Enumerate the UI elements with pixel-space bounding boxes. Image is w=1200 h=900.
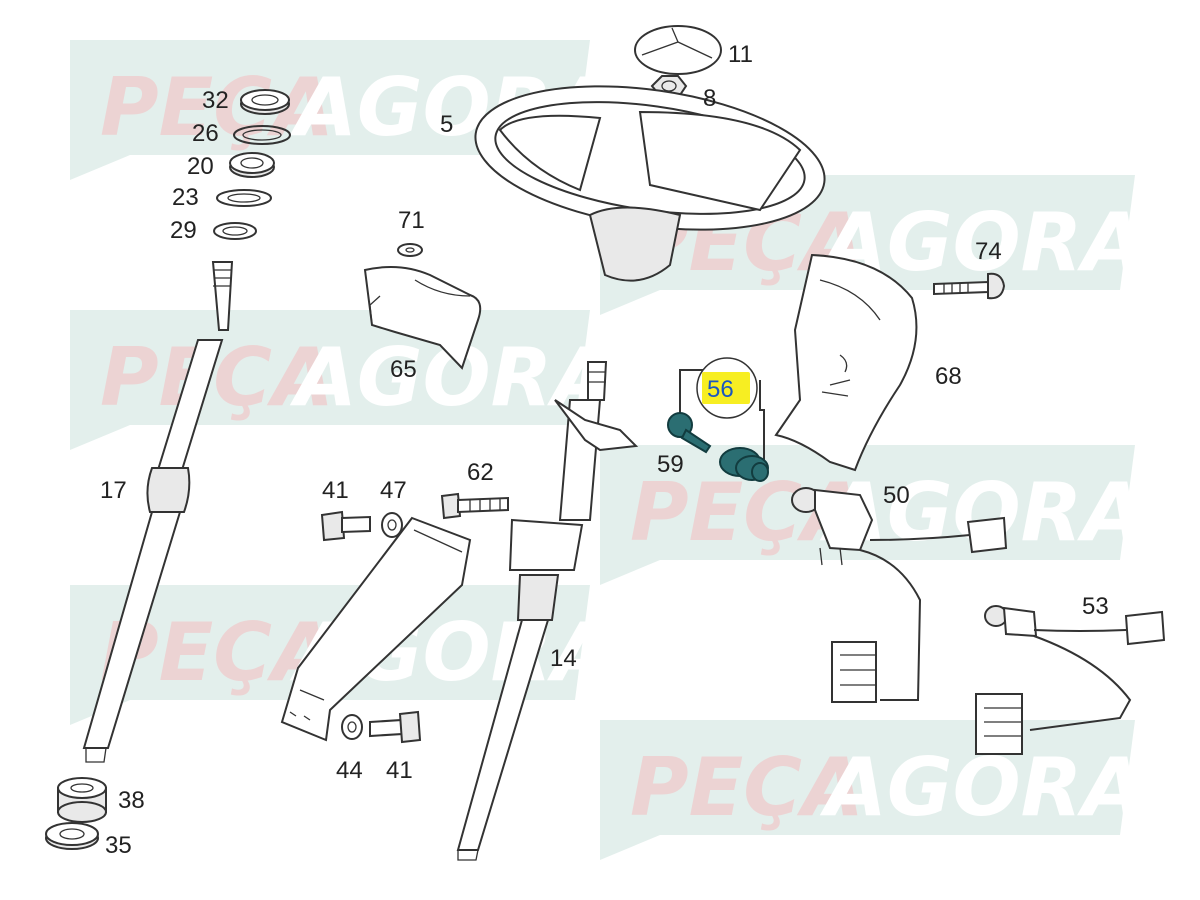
label-53: 53 bbox=[1082, 593, 1109, 620]
watermark-text-left: PEÇA bbox=[630, 741, 864, 834]
part-labels: 11 8 5 32 26 20 23 29 71 74 65 56 68 59 … bbox=[100, 41, 1109, 859]
label-17: 17 bbox=[100, 477, 127, 504]
part-washer-47[interactable] bbox=[381, 512, 403, 538]
part-grommet-56[interactable] bbox=[719, 447, 769, 482]
part-group-56[interactable] bbox=[679, 357, 765, 462]
part-horn-cap[interactable] bbox=[634, 25, 722, 75]
part-washer-71[interactable] bbox=[397, 243, 423, 257]
label-65: 65 bbox=[390, 356, 417, 383]
part-bearing-32[interactable] bbox=[240, 89, 290, 115]
label-59: 59 bbox=[657, 451, 684, 478]
part-washer-29[interactable] bbox=[213, 222, 257, 240]
part-screw-74[interactable] bbox=[933, 272, 1006, 300]
part-screw-59[interactable] bbox=[667, 412, 712, 454]
part-ignition-switch-50[interactable] bbox=[791, 487, 1008, 703]
part-upper-shaft[interactable] bbox=[82, 261, 234, 763]
label-47: 47 bbox=[380, 477, 407, 504]
part-bolt-62[interactable] bbox=[440, 492, 509, 520]
part-washer-23[interactable] bbox=[216, 189, 272, 207]
part-cover-65[interactable] bbox=[363, 266, 482, 370]
label-23: 23 bbox=[172, 184, 199, 211]
part-washer-44[interactable] bbox=[341, 714, 363, 740]
part-steering-column[interactable] bbox=[456, 361, 639, 861]
label-74: 74 bbox=[975, 238, 1002, 265]
watermark-text-left: PEÇA bbox=[100, 61, 334, 154]
watermark-layer: PEÇA AGORA PEÇA AGORA PEÇA AGORA PEÇA AG… bbox=[70, 40, 1144, 860]
part-shroud-68[interactable] bbox=[774, 253, 918, 472]
part-bracket[interactable] bbox=[280, 516, 472, 742]
part-bolt-41-lower[interactable] bbox=[369, 710, 422, 744]
label-5: 5 bbox=[440, 111, 453, 138]
label-35: 35 bbox=[105, 832, 132, 859]
label-56: 56 bbox=[707, 376, 734, 403]
watermark-band: PEÇA AGORA bbox=[600, 720, 1144, 860]
watermark-band: PEÇA AGORA bbox=[70, 40, 614, 180]
label-62: 62 bbox=[467, 459, 494, 486]
label-41-upper: 41 bbox=[322, 477, 349, 504]
label-32: 32 bbox=[202, 87, 229, 114]
label-8: 8 bbox=[703, 85, 716, 112]
label-38: 38 bbox=[118, 787, 145, 814]
part-bushing-38[interactable] bbox=[57, 777, 107, 823]
part-bearing-20[interactable] bbox=[229, 152, 275, 178]
label-50: 50 bbox=[883, 482, 910, 509]
part-snap-ring-26[interactable] bbox=[233, 125, 291, 145]
label-11: 11 bbox=[728, 41, 753, 68]
watermark-text-right: AGORA bbox=[819, 741, 1144, 834]
highlight-box bbox=[702, 372, 750, 404]
label-71: 71 bbox=[398, 207, 425, 234]
part-light-switch-53[interactable] bbox=[975, 605, 1166, 755]
label-26: 26 bbox=[192, 120, 219, 147]
watermark-band: PEÇA AGORA bbox=[70, 310, 614, 450]
part-seal-35[interactable] bbox=[45, 822, 99, 850]
label-68: 68 bbox=[935, 363, 962, 390]
label-20: 20 bbox=[187, 153, 214, 180]
label-44: 44 bbox=[336, 757, 363, 784]
part-steering-wheel[interactable] bbox=[466, 66, 834, 282]
part-bolt-41-upper[interactable] bbox=[320, 510, 371, 542]
label-14: 14 bbox=[550, 645, 577, 672]
label-41-lower: 41 bbox=[386, 757, 413, 784]
label-29: 29 bbox=[170, 217, 197, 244]
